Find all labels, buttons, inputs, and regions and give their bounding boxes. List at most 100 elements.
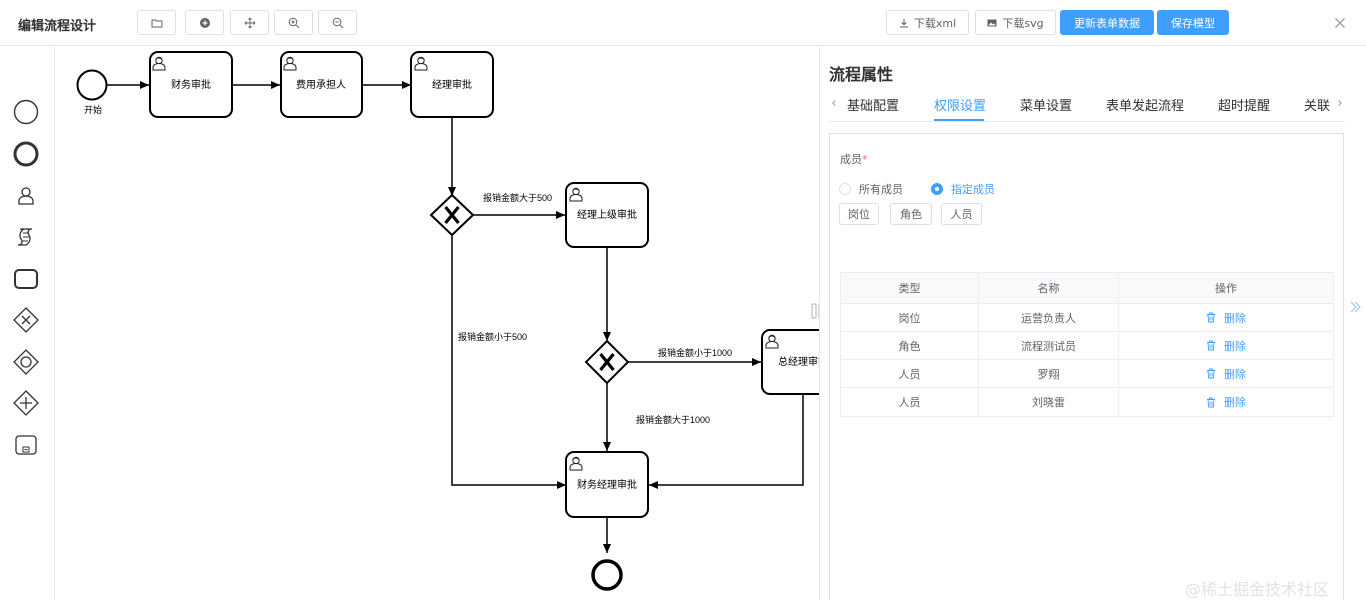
delete-button[interactable]: 删除	[1206, 394, 1246, 410]
palette-inclusive-gateway[interactable]	[11, 347, 41, 377]
flow-label: 报销金额小于500	[458, 331, 527, 342]
flow-label: 报销金额大于1000	[636, 414, 710, 425]
radio-label: 所有成员	[859, 183, 903, 196]
delete-label: 删除	[1224, 339, 1246, 353]
table-row: 人员 刘晓雷 删除	[841, 388, 1333, 416]
palette-script-task[interactable]	[11, 222, 41, 252]
update-form-data-button[interactable]: 更新表单数据	[1060, 10, 1154, 35]
flow-gateway1-to-finance-manager[interactable]	[451, 236, 566, 489]
palette-user-task[interactable]	[11, 181, 41, 211]
zoom-in-icon	[288, 17, 299, 28]
palette-parallel-gateway[interactable]	[11, 388, 41, 418]
end-event[interactable]	[591, 559, 623, 591]
save-model-label: 保存模型	[1171, 16, 1215, 30]
exclusive-gateway-1[interactable]	[429, 193, 475, 237]
double-chevron-right-icon[interactable]	[1348, 300, 1362, 314]
tab-menu-settings[interactable]: 菜单设置	[1020, 99, 1073, 114]
delete-button[interactable]: 删除	[1206, 366, 1246, 382]
add-user-button[interactable]: 人员	[941, 203, 982, 225]
download-xml-button[interactable]: 下载xml	[886, 10, 969, 35]
header-bar: 编辑流程设计 下载xml 下载svg 更新表单数据 保存模型	[0, 0, 1366, 46]
tab-permission-settings[interactable]: 权限设置	[934, 99, 987, 114]
palette-exclusive-gateway[interactable]	[11, 305, 41, 335]
header-action: 操作	[1215, 282, 1237, 295]
add-position-button[interactable]: 岗位	[839, 203, 879, 225]
radio-specified-members[interactable]: 指定成员	[931, 181, 995, 197]
watermark: @稀土掘金技术社区	[1185, 580, 1330, 599]
cell-type: 人员	[841, 360, 979, 387]
tab-prev-icon[interactable]: ‹	[831, 96, 837, 111]
task-icon	[14, 269, 38, 289]
task-finance-manager-approve[interactable]: 财务经理审批	[565, 451, 649, 518]
cell-action: 删除	[1119, 304, 1333, 331]
cell-type: 角色	[841, 332, 979, 359]
inclusive-gateway-icon	[13, 349, 39, 375]
table-row: 岗位 运营负责人 删除	[841, 304, 1333, 332]
cell-name: 运营负责人	[979, 304, 1119, 331]
download-svg-button[interactable]: 下载svg	[975, 10, 1056, 35]
task-general-manager-approve[interactable]: 总经理审批	[761, 329, 819, 395]
script-task-icon	[17, 228, 33, 246]
delete-label: 删除	[1224, 396, 1246, 409]
trash-icon	[1207, 340, 1215, 351]
cell-action: 删除	[1119, 388, 1333, 416]
palette-subprocess[interactable]	[11, 430, 41, 460]
cell-action: 删除	[1119, 360, 1333, 387]
close-icon[interactable]	[1332, 15, 1348, 31]
tab-list: 基础配置 权限设置 菜单设置 表单发起流程 超时提醒 关联	[844, 89, 1334, 121]
task-superior-manager-approve[interactable]: 经理上级审批	[565, 182, 649, 248]
move-icon	[244, 17, 255, 28]
cell-action: 删除	[1119, 332, 1333, 359]
tab-next-icon[interactable]: ›	[1337, 96, 1343, 111]
tab-timeout-reminder[interactable]: 超时提醒	[1218, 99, 1271, 114]
trash-icon	[1207, 368, 1215, 379]
task-finance-approve[interactable]: 财务审批	[149, 51, 233, 118]
bpmn-diagram: 开始 财务审批 费用承担人 经理审批 经理上级审批	[76, 51, 819, 591]
tab-form-start-process[interactable]: 表单发起流程	[1106, 99, 1185, 114]
open-file-button[interactable]	[137, 10, 176, 35]
zoom-in-button[interactable]	[274, 10, 313, 35]
add-role-button[interactable]: 角色	[890, 203, 932, 225]
page-title: 编辑流程设计	[18, 19, 97, 34]
exclusive-gateway-icon	[13, 307, 39, 333]
tab-association[interactable]: 关联	[1304, 99, 1331, 114]
tab-bar: ‹ 基础配置 权限设置 菜单设置 表单发起流程 超时提醒 关联 ›	[820, 89, 1346, 121]
download-xml-label: 下载xml	[913, 16, 957, 30]
exclusive-gateway-2[interactable]	[584, 339, 630, 385]
bpmn-canvas[interactable]: 开始 财务审批 费用承担人 经理审批 经理上级审批	[56, 47, 819, 600]
zoom-out-button[interactable]	[318, 10, 357, 35]
trash-icon	[1207, 397, 1215, 407]
task-manager-approve[interactable]: 经理审批	[410, 51, 494, 118]
add-button[interactable]	[185, 10, 224, 35]
move-button[interactable]	[230, 10, 269, 35]
panel-title: 流程属性	[829, 65, 894, 84]
user-task-icon	[18, 187, 34, 205]
task-label: 经理上级审批	[577, 208, 637, 221]
task-label: 费用承担人	[296, 78, 346, 91]
save-model-button[interactable]: 保存模型	[1157, 10, 1229, 35]
start-event[interactable]: 开始	[76, 69, 108, 116]
members-table: 类型 名称 操作 岗位 运营负责人 删除 角色 流程测	[840, 272, 1334, 417]
task-expense-bearer[interactable]: 费用承担人	[280, 51, 363, 118]
flow-gm-to-finance-manager[interactable]	[649, 395, 804, 489]
tab-basic-config[interactable]: 基础配置	[847, 99, 900, 114]
delete-button[interactable]: 删除	[1206, 338, 1246, 354]
table-header-row: 类型 名称 操作	[841, 273, 1333, 304]
header-name: 名称	[979, 273, 1119, 303]
cell-name: 流程测试员	[979, 332, 1119, 359]
table-row: 角色 流程测试员 删除	[841, 332, 1333, 360]
radio-label: 指定成员	[951, 183, 995, 196]
end-event-icon	[13, 141, 39, 167]
cell-type: 人员	[841, 388, 979, 416]
palette-task[interactable]	[11, 264, 41, 294]
zoom-out-icon	[332, 17, 343, 28]
parallel-gateway-icon	[13, 390, 39, 416]
palette-end-event[interactable]	[11, 139, 41, 169]
radio-all-members[interactable]: 所有成员	[839, 181, 903, 197]
flow-label: 报销金额小于1000	[658, 347, 732, 358]
properties-panel: 流程属性 ‹ 基础配置 权限设置 菜单设置 表单发起流程 超时提醒 关联 › 成…	[819, 47, 1366, 600]
download-svg-label: 下载svg	[1002, 16, 1044, 30]
delete-button[interactable]: 删除	[1206, 310, 1246, 326]
cell-name: 刘晓雷	[979, 388, 1119, 416]
palette-start-event[interactable]	[11, 97, 41, 127]
